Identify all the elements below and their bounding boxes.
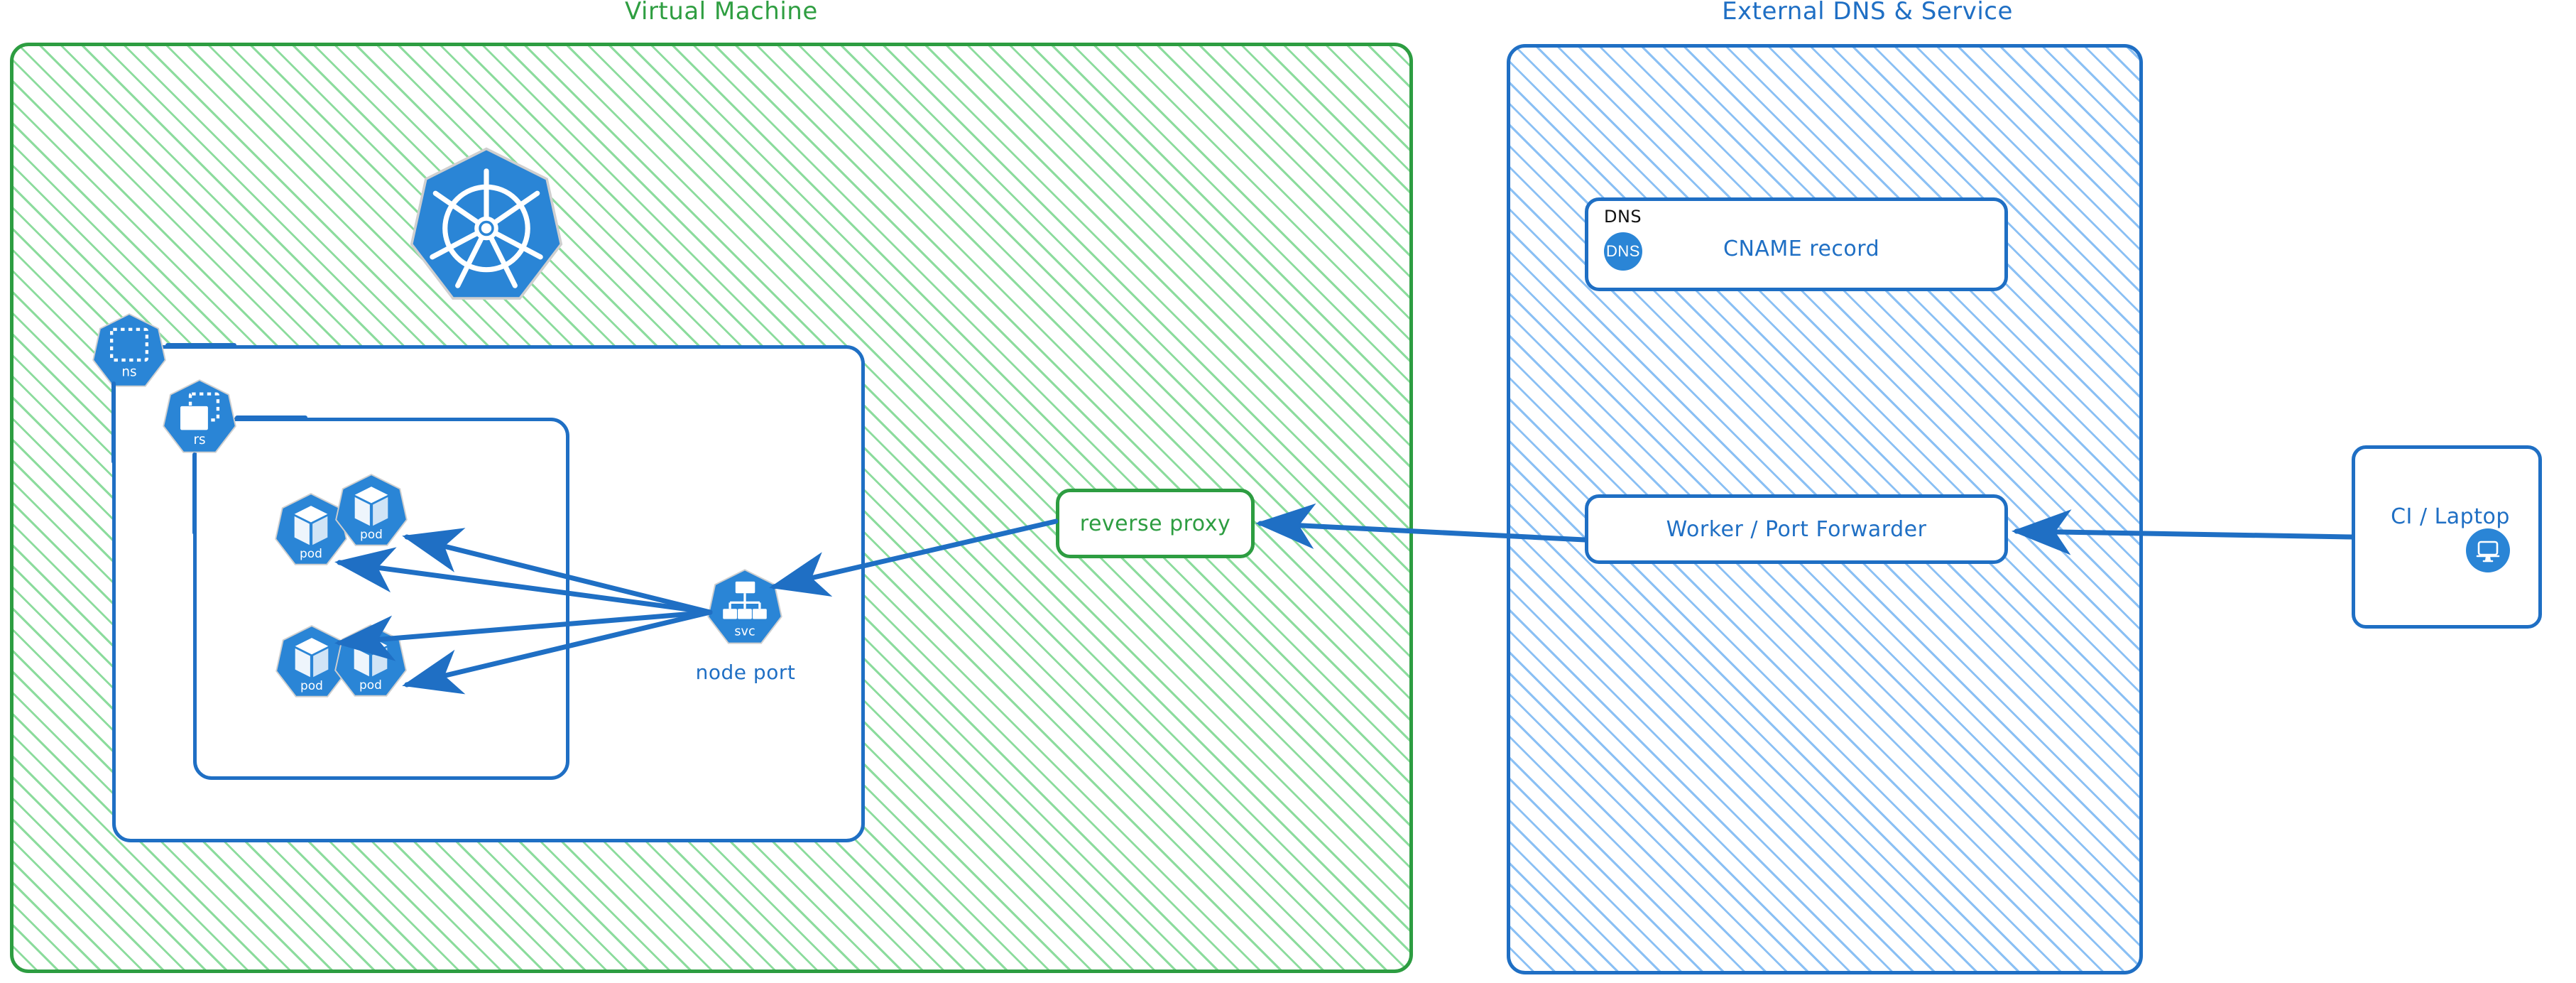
replicaset-icon: rs — [161, 379, 238, 455]
pod-icon-2: pod — [334, 473, 409, 548]
svg-text:pod: pod — [360, 527, 383, 541]
svg-text:pod: pod — [300, 546, 322, 560]
svg-text:pod: pod — [300, 678, 323, 693]
replicaset-box — [193, 418, 569, 780]
node-port-caption: node port — [695, 661, 796, 684]
reverse-proxy-label: reverse proxy — [1079, 511, 1231, 536]
dns-circle-icon: DNS — [1604, 232, 1642, 271]
service-icon: svc — [706, 568, 784, 646]
svg-text:ns: ns — [121, 365, 136, 380]
reverse-proxy-node[interactable]: reverse proxy — [1056, 489, 1255, 558]
svg-text:rs: rs — [193, 433, 205, 447]
ci-laptop-node[interactable]: CI / Laptop — [2352, 445, 2542, 629]
ci-laptop-label: CI / Laptop — [2391, 504, 2510, 529]
pod-icon-4: pod — [333, 624, 408, 699]
dns-record-node[interactable]: DNS DNS CNAME record — [1585, 197, 2008, 291]
pod-icon-3: pod — [274, 624, 349, 700]
monitor-icon — [2466, 528, 2510, 572]
worker-port-forwarder-node[interactable]: Worker / Port Forwarder — [1585, 494, 2008, 564]
worker-port-forwarder-label: Worker / Port Forwarder — [1666, 516, 1927, 542]
pod-icon-1: pod — [273, 492, 349, 567]
kubernetes-helm-logo-icon — [407, 146, 566, 305]
cname-record-label: CNAME record — [1723, 237, 1880, 261]
svg-text:pod: pod — [359, 678, 382, 692]
dns-header-label: DNS — [1604, 207, 1642, 227]
svg-text:svc: svc — [734, 625, 755, 639]
group-title-external-dns-service: External DNS & Service — [1722, 0, 2013, 26]
group-title-virtual-machine: Virtual Machine — [625, 0, 818, 26]
namespace-icon: ns — [91, 313, 168, 389]
